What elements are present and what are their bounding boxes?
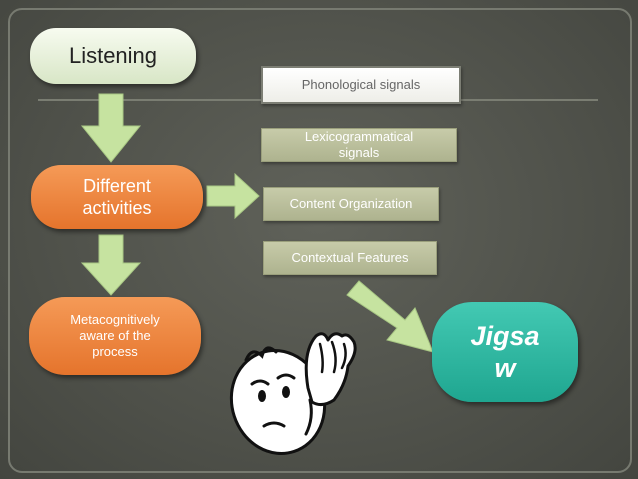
phonological-signals-box: Phonological signals [261, 66, 461, 104]
lexicogrammatical-signals-box: Lexicogrammatical signals [261, 128, 457, 162]
jigsaw-node: Jigsa w [432, 302, 578, 402]
jigsaw-line2: w [494, 353, 516, 383]
different-activities-line2: activities [82, 198, 152, 218]
contextual-features-box: Contextual Features [263, 241, 437, 275]
jigsaw-line1: Jigsa [470, 321, 540, 351]
different-activities-node: Different activities [31, 165, 203, 229]
metacognitive-node: Metacognitively aware of the process [29, 297, 201, 375]
content-organization-label: Content Organization [289, 196, 413, 211]
lexicogrammatical-line1: Lexicogrammatical [304, 129, 414, 144]
cartoon-face-hand-to-ear-icon [229, 332, 357, 455]
metacognitive-line3: process [92, 344, 138, 359]
content-organization-box: Content Organization [263, 187, 439, 221]
metacognitive-line2: aware of the [79, 328, 151, 343]
slide-frame [8, 8, 632, 473]
contextual-features-label: Contextual Features [291, 250, 409, 265]
arrow-right [206, 172, 260, 220]
metacognitive-line1: Metacognitively [70, 312, 160, 327]
arrow-down-2 [80, 234, 142, 296]
lexicogrammatical-line2: signals [338, 145, 380, 160]
phonological-signals-label: Phonological signals [301, 77, 421, 92]
different-activities-line1: Different [83, 176, 151, 196]
arrow-down-1 [80, 93, 142, 163]
listening-label: Listening [68, 43, 158, 68]
arrow-diagonal [346, 280, 434, 353]
listening-node: Listening [30, 28, 196, 84]
